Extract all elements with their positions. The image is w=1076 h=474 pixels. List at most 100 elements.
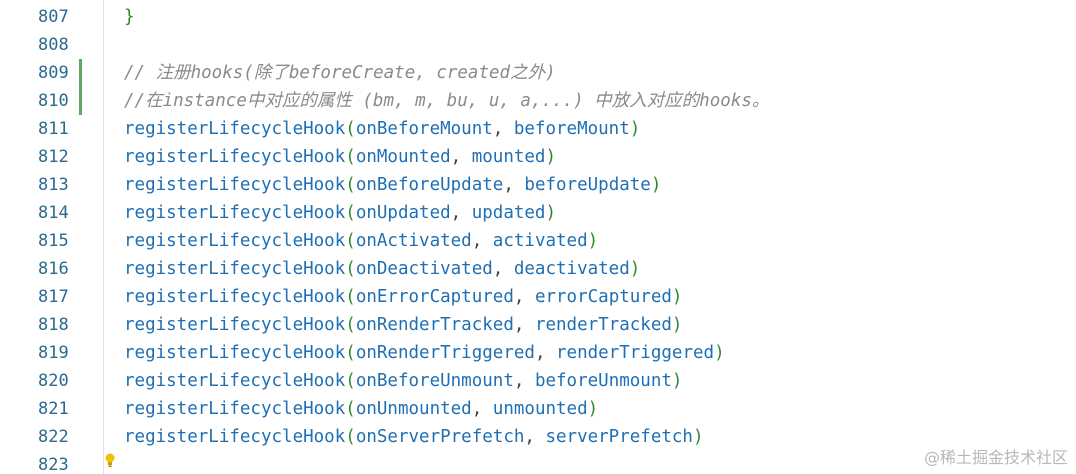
argument-hook-key: renderTracked [534,315,672,335]
comma: , [450,203,472,223]
line-number: 818 [38,315,69,335]
code-line[interactable]: 809// 注册hooks(除了beforeCreate, created之外) [0,59,1076,87]
line-number: 819 [38,343,69,363]
line-number: 821 [38,399,69,419]
argument-hook-fn: onBeforeMount [355,119,493,139]
argument-hook-key: renderTriggered [556,343,715,363]
argument-hook-key: beforeUpdate [524,175,651,195]
comma: , [492,259,514,279]
line-number: 823 [38,455,69,474]
function-name: registerLifecycleHook [124,427,346,447]
open-paren: ( [345,287,356,307]
closing-brace: } [124,7,135,27]
code-line[interactable]: 807} [0,3,1076,31]
close-paren: ) [714,343,725,363]
function-name: registerLifecycleHook [124,175,346,195]
argument-hook-fn: onServerPrefetch [355,427,525,447]
code-text[interactable]: registerLifecycleHook(onDeactivated, dea… [124,255,640,283]
argument-hook-key: mounted [471,147,546,167]
argument-hook-fn: onBeforeUpdate [355,175,504,195]
close-paren: ) [671,315,683,335]
code-text[interactable]: registerLifecycleHook(onMounted, mounted… [124,143,556,171]
code-text[interactable]: registerLifecycleHook(onBeforeMount, bef… [124,115,640,143]
open-paren: ( [345,259,356,279]
close-paren: ) [671,287,683,307]
argument-hook-key: beforeMount [513,119,630,139]
line-number: 814 [38,203,69,223]
argument-hook-fn: onUpdated [355,203,451,223]
comma: , [513,371,535,391]
comma: , [471,231,493,251]
code-line[interactable]: 821 registerLifecycleHook(onUnmounted, un… [0,395,1076,423]
comma: , [513,287,535,307]
code-line[interactable]: 810 //在instance中对应的属性 (bm, m, bu, u, a,..… [0,87,1076,115]
comma: , [513,315,535,335]
open-paren: ( [345,175,356,195]
argument-hook-fn: onErrorCaptured [355,287,514,307]
code-line[interactable]: 818 registerLifecycleHook(onRenderTracked… [0,311,1076,339]
code-comment: //在instance中对应的属性 (bm, m, bu, u, a,...) … [124,91,770,111]
comma: , [534,343,557,363]
code-text[interactable]: // 注册hooks(除了beforeCreate, created之外) [124,59,556,87]
open-paren: ( [345,119,356,139]
code-text[interactable]: registerLifecycleHook(onUnmounted, unmou… [124,395,598,423]
code-line[interactable]: 820 registerLifecycleHook(onBeforeUnmount… [0,367,1076,395]
code-text[interactable]: registerLifecycleHook(onServerPrefetch, … [124,423,704,451]
open-paren: ( [345,399,356,419]
code-line[interactable]: 823 [0,451,1076,474]
function-name: registerLifecycleHook [124,343,346,363]
code-line[interactable]: 808 [0,31,1076,59]
argument-hook-fn: onBeforeUnmount [355,371,514,391]
code-line[interactable]: 819 registerLifecycleHook(onRenderTrigger… [0,339,1076,367]
code-text[interactable]: } [124,3,135,31]
code-comment: // 注册hooks(除了beforeCreate, created之外) [124,63,556,83]
close-paren: ) [545,147,557,167]
function-name: registerLifecycleHook [124,231,346,251]
function-name: registerLifecycleHook [124,315,346,335]
code-text[interactable]: registerLifecycleHook(onBeforeUnmount, b… [124,367,682,395]
line-number: 820 [38,371,69,391]
comma: , [471,399,493,419]
open-paren: ( [345,427,356,447]
line-number: 810 [38,91,69,111]
argument-hook-fn: onActivated [355,231,472,251]
open-paren: ( [345,231,356,251]
open-paren: ( [345,315,356,335]
close-paren: ) [587,231,599,251]
argument-hook-fn: onMounted [355,147,451,167]
code-text[interactable]: registerLifecycleHook(onRenderTracked, r… [124,311,682,339]
open-paren: ( [345,343,356,363]
open-paren: ( [345,371,356,391]
code-text[interactable]: registerLifecycleHook(onUpdated, updated… [124,199,556,227]
close-paren: ) [671,371,683,391]
code-line[interactable]: 811 registerLifecycleHook(onBeforeMount, … [0,115,1076,143]
close-paren: ) [587,399,599,419]
argument-hook-key: beforeUnmount [534,371,672,391]
code-text[interactable]: //在instance中对应的属性 (bm, m, bu, u, a,...) … [124,87,769,115]
argument-hook-fn: onUnmounted [355,399,472,419]
code-text[interactable]: registerLifecycleHook(onActivated, activ… [124,227,598,255]
code-text[interactable]: registerLifecycleHook(onErrorCaptured, e… [124,283,682,311]
code-line[interactable]: 814 registerLifecycleHook(onUpdated, upda… [0,199,1076,227]
argument-hook-key: updated [471,203,546,223]
argument-hook-fn: onRenderTracked [355,315,514,335]
comma: , [524,427,546,447]
comma: , [450,147,472,167]
argument-hook-key: activated [492,231,588,251]
lightbulb-icon[interactable] [104,452,116,468]
line-number: 811 [38,119,69,139]
argument-hook-key: serverPrefetch [545,427,693,447]
code-text[interactable]: registerLifecycleHook(onRenderTriggered,… [124,339,725,367]
argument-hook-fn: onRenderTriggered [355,343,535,363]
code-text[interactable]: registerLifecycleHook(onBeforeUpdate, be… [124,171,661,199]
function-name: registerLifecycleHook [124,147,346,167]
close-paren: ) [629,119,641,139]
change-marker [79,87,82,115]
